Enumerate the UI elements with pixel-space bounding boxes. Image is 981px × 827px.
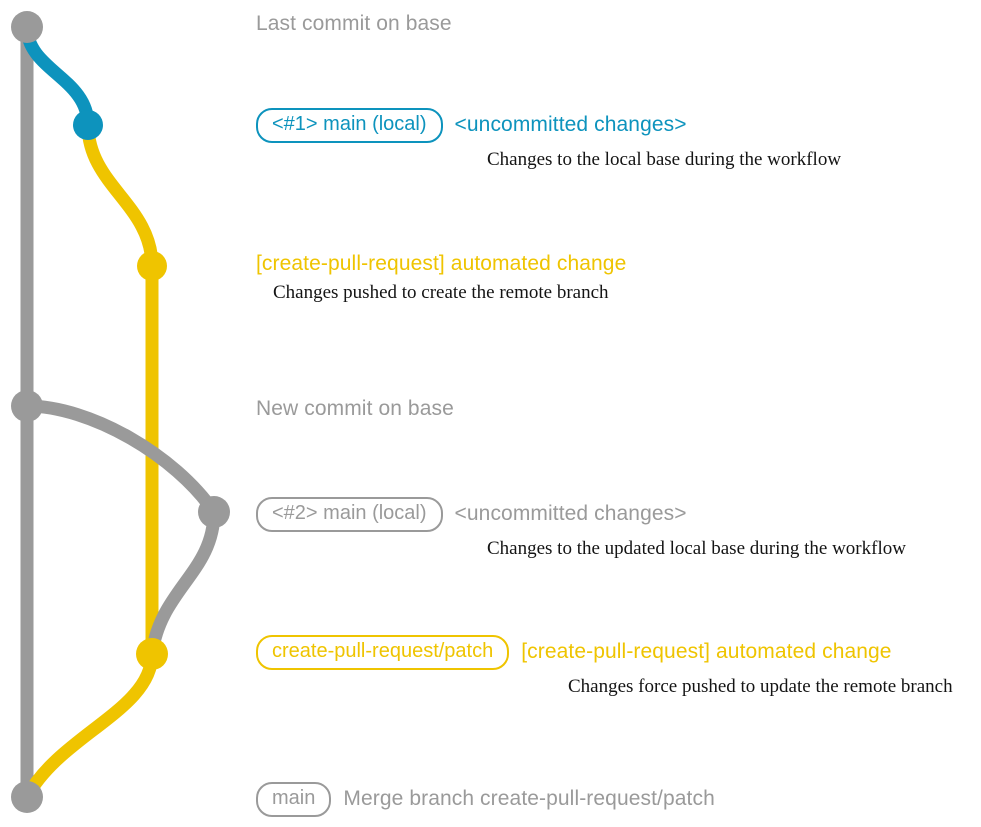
label-row-local-1: <#1> main (local) <uncommitted changes>: [256, 108, 841, 143]
ref-pill-main-local-2[interactable]: <#2> main (local): [256, 497, 443, 532]
commit-subject-base-last: Last commit on base: [256, 12, 452, 35]
commit-description-local-2: Changes to the updated local base during…: [487, 537, 906, 559]
commit-subject-base-new: New commit on base: [256, 397, 454, 420]
commit-subject-merge: Merge branch create-pull-request/patch: [343, 787, 715, 811]
commit-node-remote-1[interactable]: [137, 251, 167, 281]
commit-node-remote-2[interactable]: [136, 638, 168, 670]
annotation-local-change-1: <#1> main (local) <uncommitted changes> …: [256, 108, 841, 171]
commit-subject-remote-2: [create-pull-request] automated change: [521, 640, 892, 664]
commit-node-base-new[interactable]: [11, 390, 43, 422]
label-row-remote-2: create-pull-request/patch [create-pull-r…: [256, 635, 953, 670]
commit-node-base-last[interactable]: [11, 11, 43, 43]
annotation-merge-commit: main Merge branch create-pull-request/pa…: [256, 782, 715, 817]
label-row-merge: main Merge branch create-pull-request/pa…: [256, 782, 715, 817]
annotation-remote-change-2: create-pull-request/patch [create-pull-r…: [256, 635, 953, 698]
ref-pill-main[interactable]: main: [256, 782, 332, 817]
edge-base-to-local-1: [20, 20, 95, 132]
commit-node-base-merge[interactable]: [11, 781, 43, 813]
commit-node-local-1[interactable]: [73, 110, 103, 140]
annotation-remote-change-1: [create-pull-request] automated change C…: [256, 252, 626, 304]
commit-description-local-1: Changes to the local base during the wor…: [487, 148, 842, 170]
commit-subject-local-2: <uncommitted changes>: [454, 502, 687, 526]
edge-remote-2-to-merge: [20, 647, 159, 804]
commit-node-local-2[interactable]: [198, 496, 230, 528]
edge-base-new-to-local-2: [20, 399, 221, 519]
annotation-local-change-2: <#2> main (local) <uncommitted changes> …: [256, 497, 906, 560]
annotation-last-commit-on-base: Last commit on base: [256, 12, 452, 36]
edge-local-2-to-remote-2: [145, 505, 221, 661]
commit-description-remote-2: Changes force pushed to update the remot…: [568, 675, 953, 697]
label-row-local-2: <#2> main (local) <uncommitted changes>: [256, 497, 906, 532]
git-commit-graph: [11, 11, 230, 813]
ref-pill-main-local-1[interactable]: <#1> main (local): [256, 108, 443, 143]
commit-description-remote-1: Changes pushed to create the remote bran…: [273, 282, 609, 303]
commit-subject-remote-1: [create-pull-request] automated change: [256, 252, 627, 275]
commit-subject-local-1: <uncommitted changes>: [454, 113, 687, 137]
annotation-new-commit-on-base: New commit on base: [256, 397, 454, 421]
ref-pill-create-pull-request-patch[interactable]: create-pull-request/patch: [256, 635, 510, 670]
edge-local-1-to-remote-1: [81, 118, 159, 273]
